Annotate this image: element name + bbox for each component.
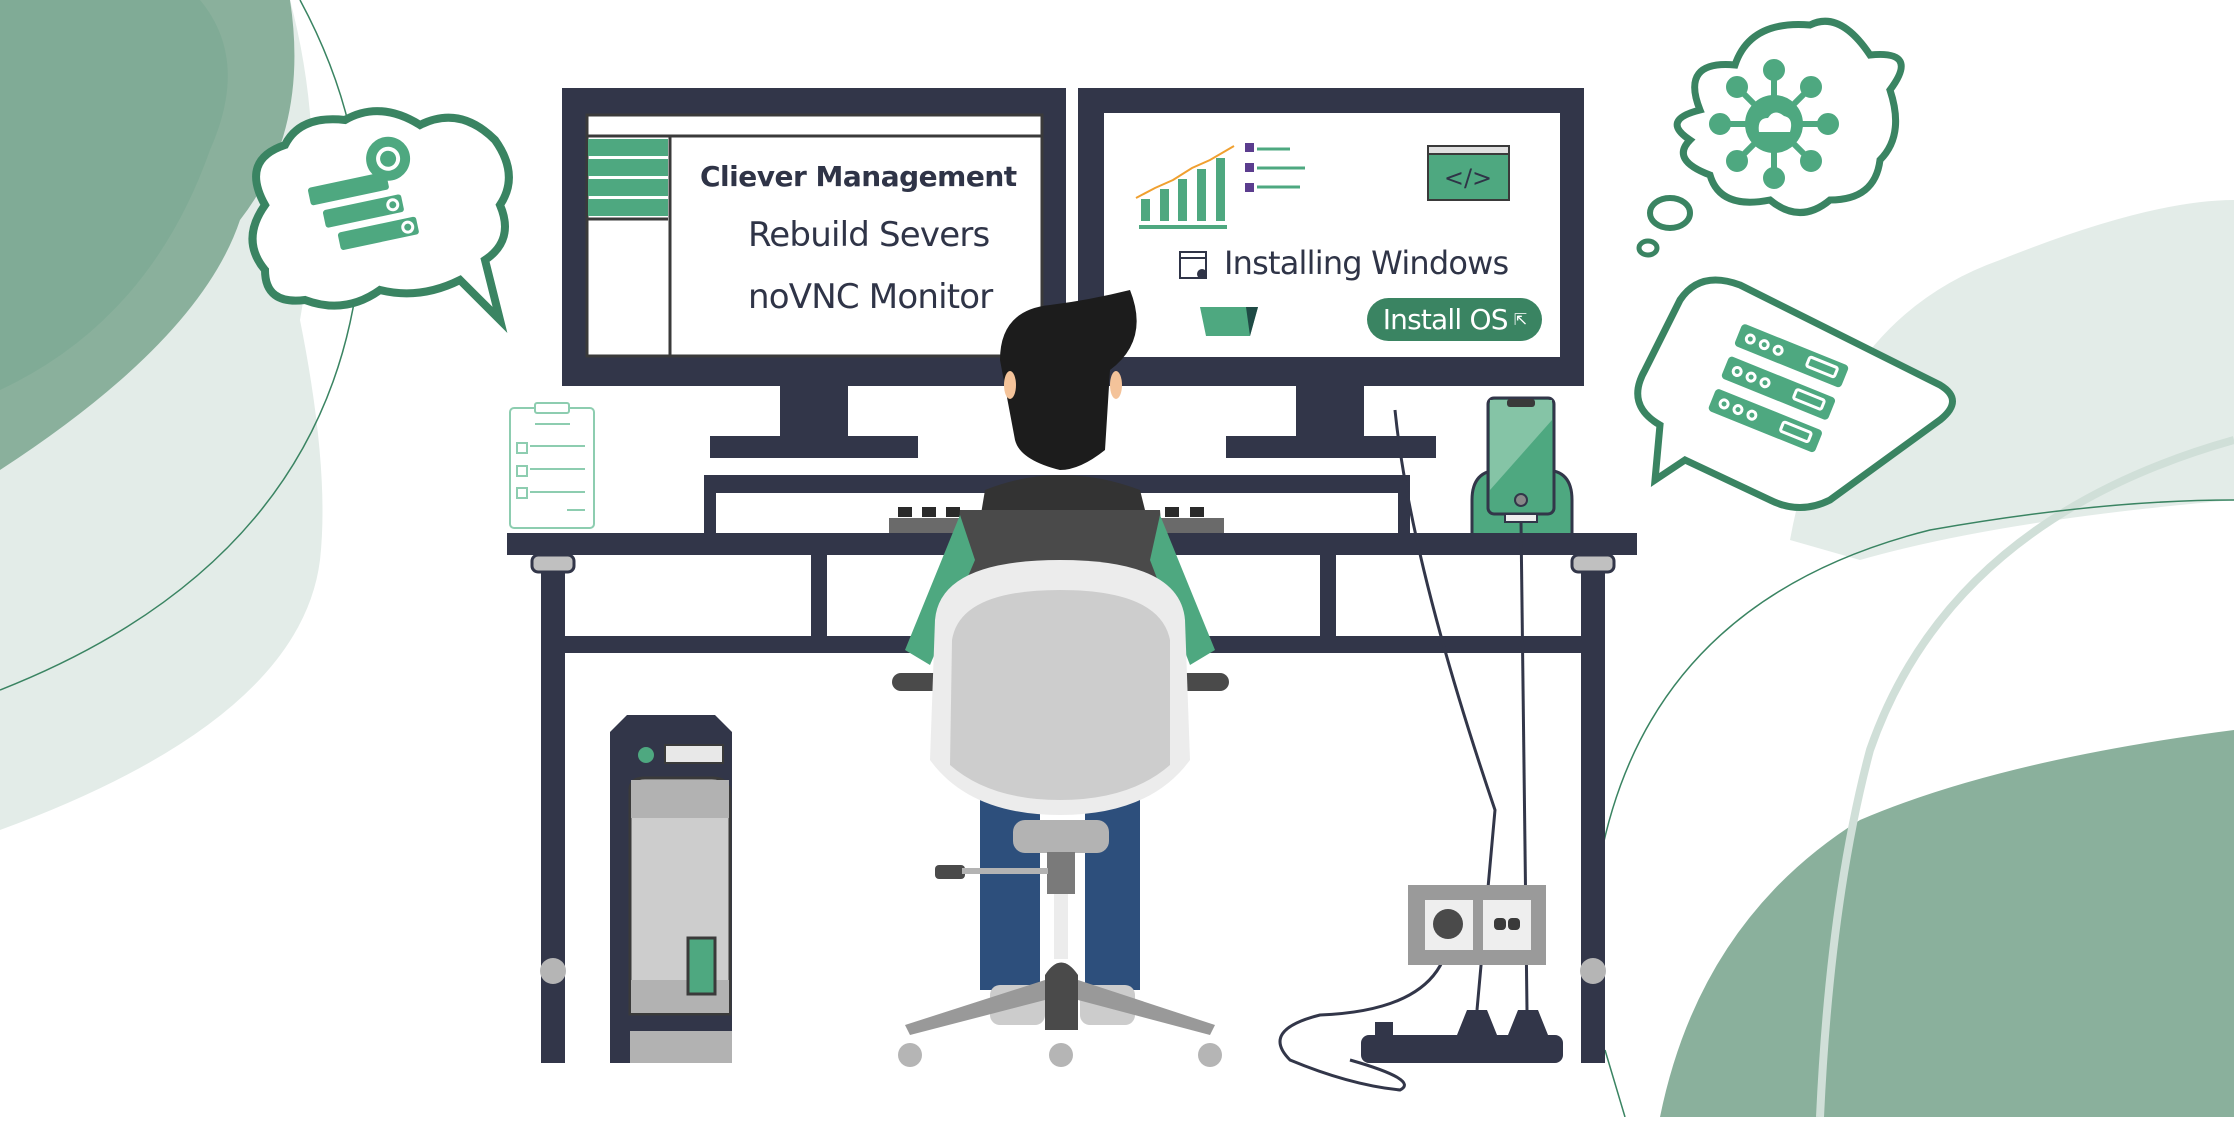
- cursor-icon: ⇱: [1513, 310, 1527, 329]
- monitor-sidebar: [588, 139, 668, 216]
- server-rack-icon: [1708, 324, 1849, 453]
- install-os-label: Install OS: [1382, 303, 1509, 336]
- power-strip: [1361, 1010, 1563, 1063]
- left-monitor: [562, 88, 1066, 458]
- right-monitor: </>: [1078, 88, 1584, 458]
- server-settings-icon: [308, 136, 419, 250]
- office-chair: [892, 560, 1229, 1067]
- cloud-network-icon: [1709, 59, 1839, 189]
- menu-item-rebuild-servers[interactable]: Rebuild Severs: [748, 215, 990, 255]
- clipboard-icon: [509, 402, 595, 529]
- left-speech-cloud: [248, 107, 513, 334]
- desk: [507, 533, 1637, 1063]
- pc-tower: [610, 715, 732, 1063]
- top-right-thought-cloud: [1636, 17, 1905, 258]
- menu-item-novnc-monitor[interactable]: noVNC Monitor: [748, 277, 993, 317]
- checklist-icon: [1245, 143, 1305, 192]
- folder-icon: [1200, 307, 1258, 336]
- window-gear-icon: [1179, 251, 1207, 279]
- app-title: Cliever Management: [700, 160, 1017, 193]
- install-os-button[interactable]: Install OS ⇱: [1367, 298, 1542, 341]
- right-speech-bubble: [1634, 276, 1956, 511]
- bar-chart-icon: [1135, 145, 1235, 229]
- phone-dock: [1470, 396, 1574, 537]
- status-text: Installing Windows: [1224, 244, 1509, 282]
- svg-text:</>: </>: [1444, 164, 1492, 192]
- code-window-icon: </>: [1427, 145, 1510, 201]
- wall-socket: [1408, 885, 1546, 965]
